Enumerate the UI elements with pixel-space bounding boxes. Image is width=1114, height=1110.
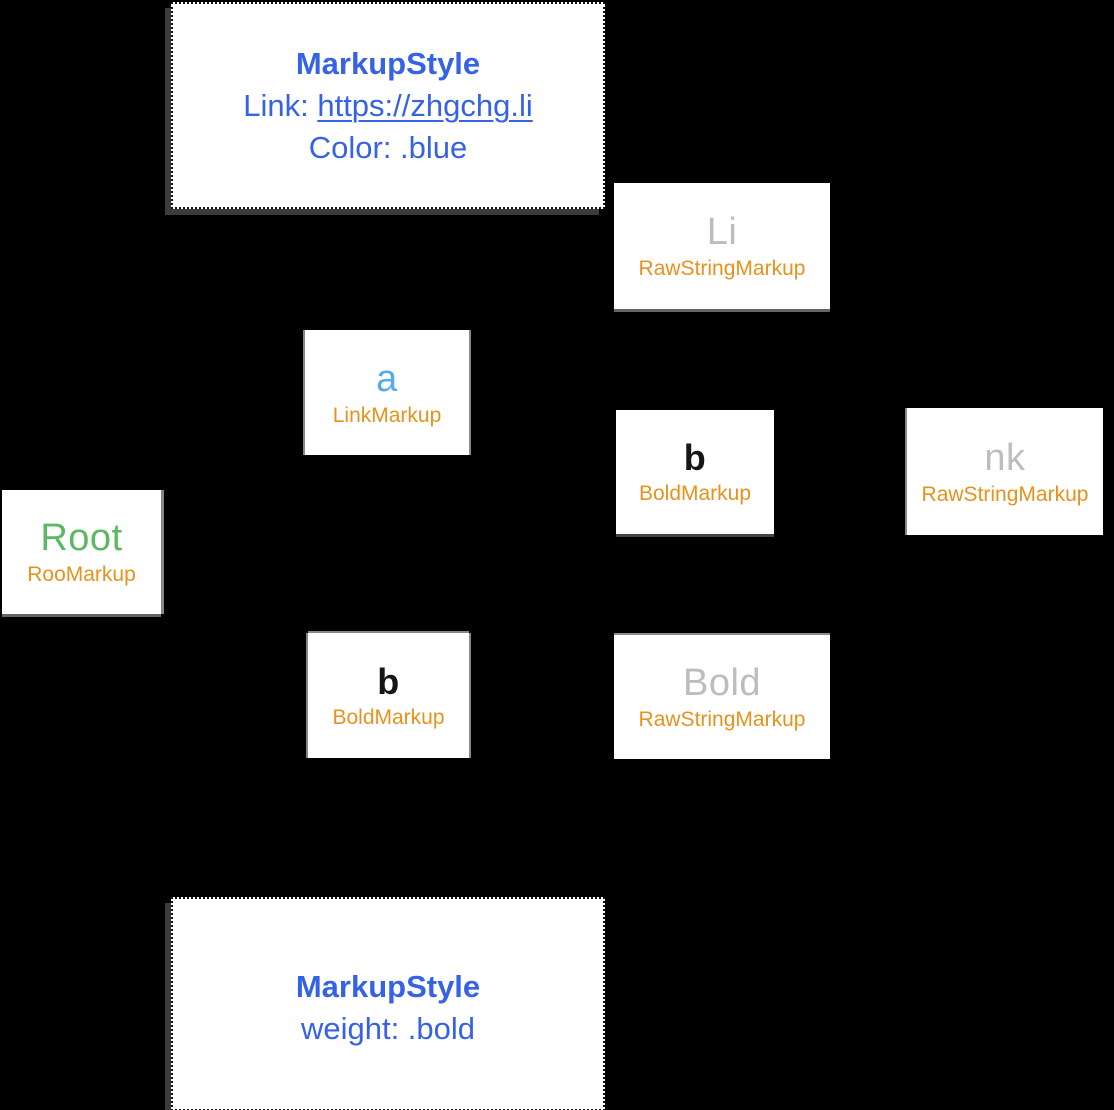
node-type-label: LinkMarkup (332, 403, 442, 427)
node-label: nk (984, 436, 1026, 479)
node-root: Root RooMarkup (2, 490, 161, 614)
node-a: a LinkMarkup (305, 330, 469, 455)
node-type-label: RawStringMarkup (638, 708, 806, 731)
node-li: Li RawStringMarkup (614, 183, 830, 309)
node-nk: nk RawStringMarkup (907, 408, 1103, 535)
node-type-label: RawStringMarkup (638, 257, 806, 280)
node-type-label: BoldMarkup (638, 482, 752, 505)
node-label: Li (706, 211, 738, 253)
node-label: Root (40, 517, 123, 559)
node-bold: Bold RawStringMarkup (614, 635, 830, 759)
node-type-label: BoldMarkup (332, 705, 445, 729)
node-label: Bold (682, 662, 762, 704)
node-b-middle: b BoldMarkup (616, 410, 774, 534)
annotation-weight-line: weight: .bold (300, 1011, 476, 1046)
node-b-lower: b BoldMarkup (308, 633, 469, 758)
node-label: b (683, 437, 707, 478)
annotation-title: MarkupStyle (295, 45, 481, 81)
node-label: b (377, 660, 400, 702)
annotation-markupstyle-link: MarkupStyle Link: https://zhgchg.li Colo… (171, 2, 605, 209)
annotation-color-line: Color: .blue (308, 129, 468, 165)
link-prefix: Link: (243, 87, 318, 123)
annotation-title: MarkupStyle (295, 969, 481, 1004)
annotation-link-line: Link: https://zhgchg.li (243, 85, 533, 127)
node-type-label: RawStringMarkup (921, 482, 1089, 506)
node-label: a (376, 357, 398, 400)
link-url[interactable]: https://zhgchg.li (317, 87, 533, 123)
annotation-markupstyle-weight: MarkupStyle weight: .bold (171, 897, 605, 1110)
node-type-label: RooMarkup (27, 563, 136, 586)
